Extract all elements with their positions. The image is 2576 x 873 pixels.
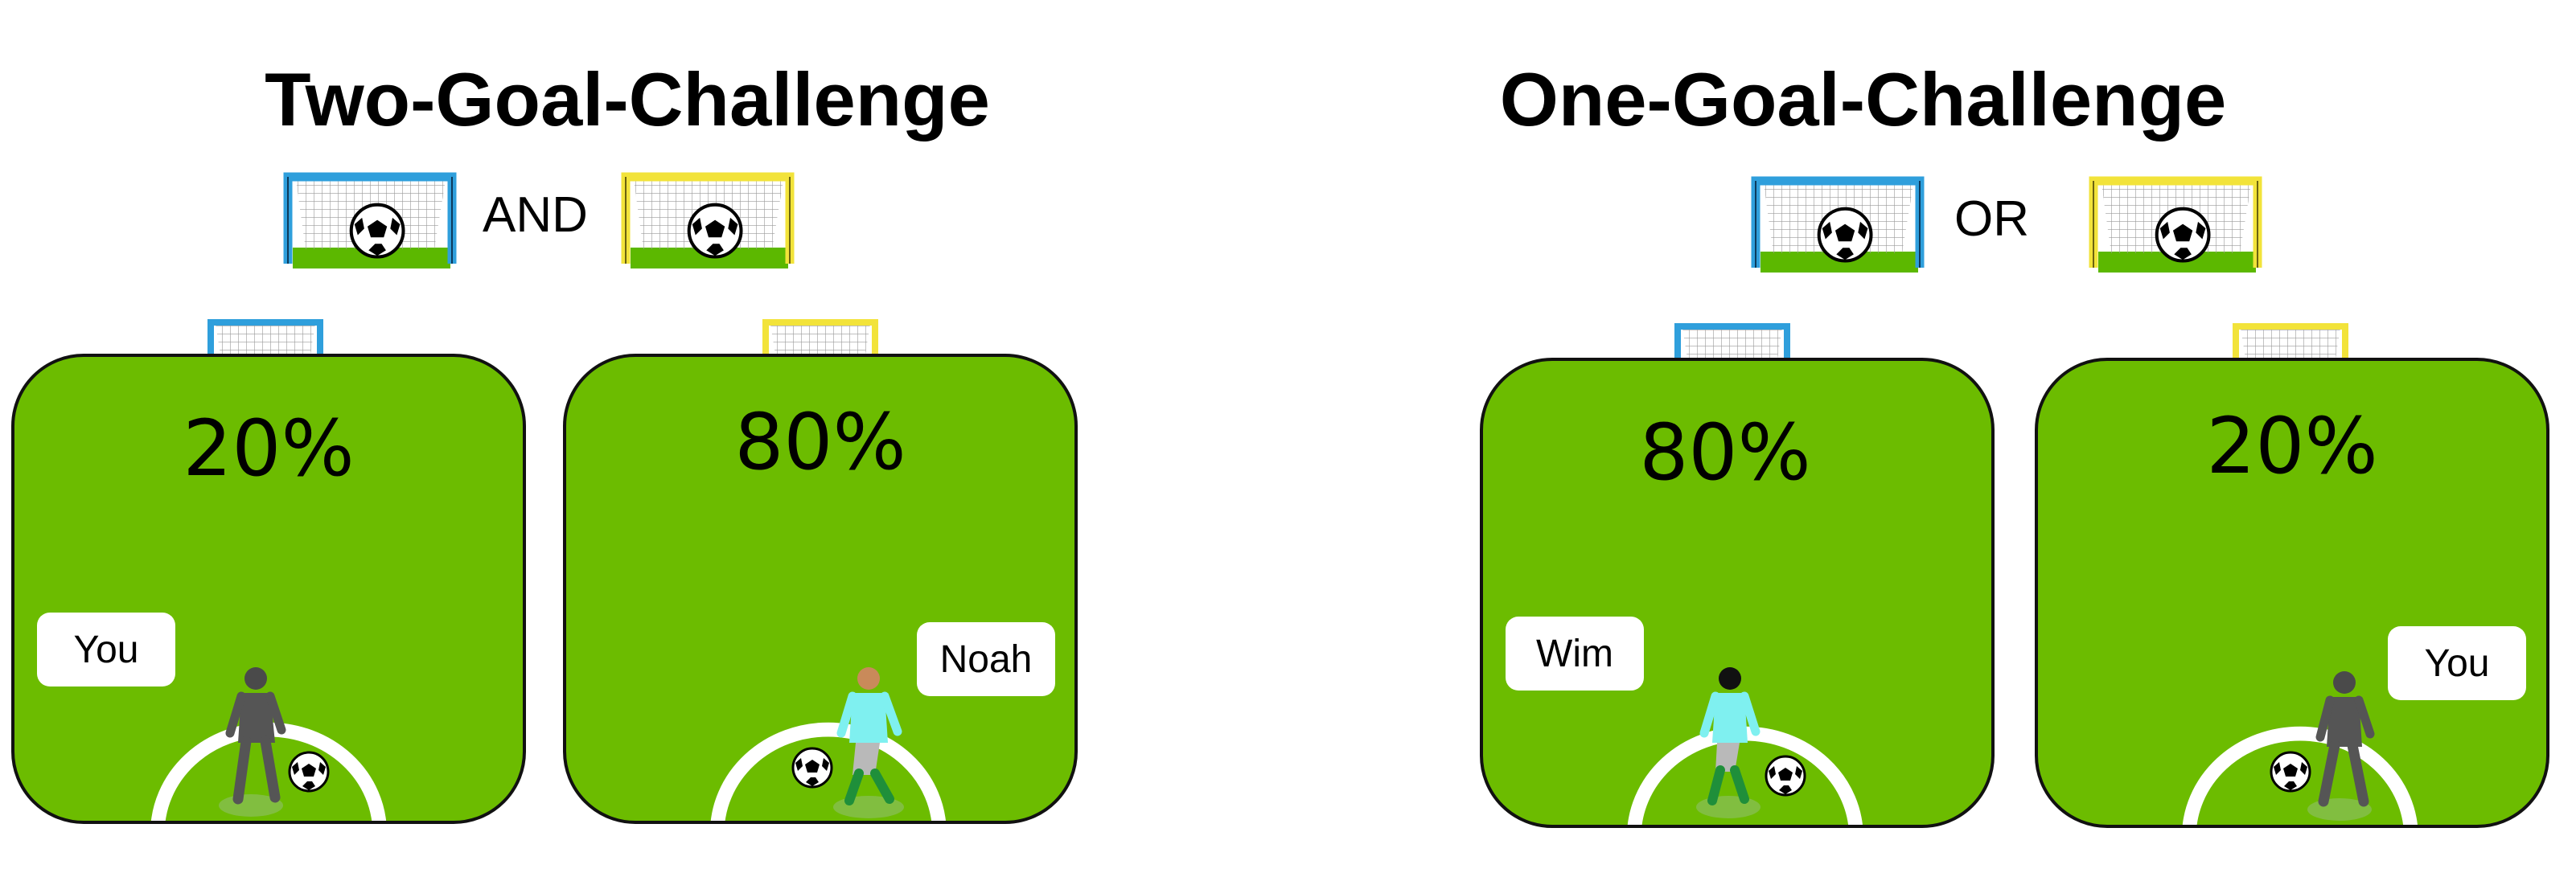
field-you: 20% You [2035, 358, 2549, 828]
one-goal-challenge-panel: One-Goal-Challenge OR 80% Wim [1472, 0, 2576, 873]
percentage-label: 20% [2206, 401, 2378, 491]
player-name-label: You [2388, 626, 2526, 700]
or-connector: OR [1954, 191, 2029, 247]
yellow-goal-icon [621, 172, 795, 268]
percentage-label: 20% [183, 404, 355, 494]
player-icon [1696, 667, 1760, 818]
field-you: 20% You [11, 354, 526, 824]
soccer-ball-icon [2270, 751, 2311, 793]
player-name-label: You [37, 613, 175, 687]
goal-requirement-row: AND [0, 169, 1255, 273]
soccer-ball-icon [288, 751, 330, 793]
field-noah: 80% Noah [563, 354, 1078, 824]
player-icon [219, 667, 286, 817]
player-icon [833, 667, 904, 818]
soccer-ball-icon [1765, 755, 1806, 797]
field-wim: 80% Wim [1480, 358, 1995, 828]
panel-title: One-Goal-Challenge [1499, 57, 2227, 141]
panel-title: Two-Goal-Challenge [265, 57, 990, 141]
center-circle-arc [710, 722, 946, 821]
center-circle-arc [2182, 726, 2418, 825]
two-goal-challenge-panel: Two-Goal-Challenge AND 20% You [0, 0, 1255, 873]
soccer-ball-icon [791, 747, 833, 789]
blue-goal-icon [283, 172, 457, 268]
player-icon [2307, 671, 2375, 821]
yellow-goal-icon [2089, 176, 2262, 273]
player-name-label: Wim [1506, 617, 1644, 691]
player-name-label: Noah [917, 622, 1055, 696]
and-connector: AND [483, 187, 588, 243]
percentage-label: 80% [734, 397, 906, 487]
blue-goal-icon [1751, 176, 1925, 273]
percentage-label: 80% [1639, 408, 1811, 498]
goal-requirement-row: OR [1472, 173, 2576, 277]
